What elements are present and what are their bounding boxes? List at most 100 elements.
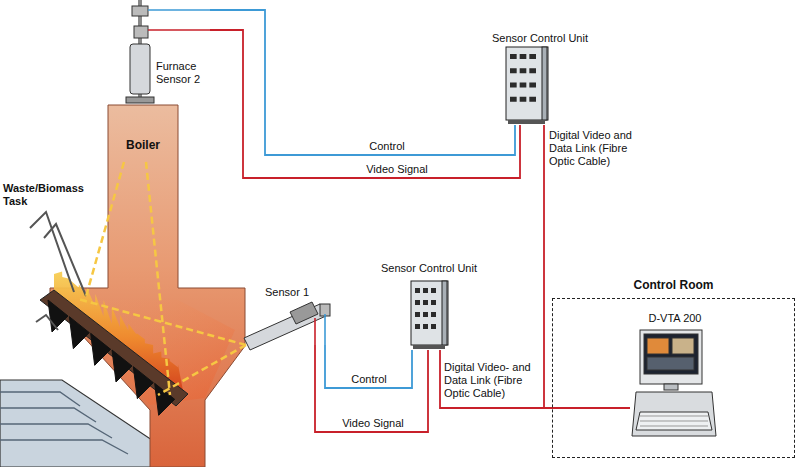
cabinet-body <box>411 281 448 345</box>
signal-label: Control <box>336 373 402 386</box>
control-cabinet: Sensor Control Unit <box>375 262 483 350</box>
monitor-bezel <box>640 330 702 384</box>
screen-panel <box>647 357 694 370</box>
view-line <box>158 345 246 395</box>
grate-base-lines <box>0 392 128 454</box>
sensor-head <box>132 6 148 16</box>
base-beam <box>0 424 112 438</box>
signal-label: Control <box>352 140 422 153</box>
cabinet-button <box>520 54 527 59</box>
component-label: Sensor Control Unit <box>375 262 483 275</box>
cabinet-button <box>510 68 517 73</box>
signal-label: Video Signal <box>352 163 442 176</box>
cabinet-button <box>415 288 420 293</box>
cabinet-body <box>506 47 548 120</box>
cabinet-button <box>423 288 428 293</box>
component-label: Sensor Control Unit <box>484 32 596 45</box>
monitor-stand <box>664 384 678 390</box>
signal-label: Digital Video- and Data Link (Fibre Opti… <box>444 361 539 400</box>
cabinet-button <box>529 68 536 73</box>
cabinet-button <box>431 300 436 305</box>
cabinet-button <box>529 97 536 102</box>
cabinet-button <box>529 54 536 59</box>
key-row <box>640 416 708 417</box>
cabinet-button <box>431 288 436 293</box>
component: Furnace Sensor 2 <box>118 0 210 100</box>
cabinet-button <box>431 312 436 317</box>
cabinet-button <box>510 54 517 59</box>
hopper-wall <box>44 224 86 296</box>
cabinet-button <box>423 300 428 305</box>
cabinet-plinth <box>413 345 445 349</box>
key-row <box>640 421 708 422</box>
cabinet-button <box>415 300 420 305</box>
grate-tooth <box>133 367 153 399</box>
control-wire <box>324 314 326 345</box>
grate-tooth <box>155 383 175 415</box>
sensor-cylinder <box>130 44 150 94</box>
control-cabinet: Sensor Control Unit <box>484 32 596 125</box>
room-heading: Control Room <box>552 279 795 292</box>
cabinet-button <box>431 324 436 329</box>
component: Sensor 1 <box>245 286 335 345</box>
grate-tooth <box>112 350 132 382</box>
cabinet-button <box>423 324 428 329</box>
screen-image <box>672 338 694 354</box>
base-beam <box>0 392 80 406</box>
component-label: D-VTA 200 <box>630 312 720 325</box>
cabinet-button <box>520 83 527 88</box>
cabinet-drawing <box>505 46 550 126</box>
sensor-head <box>134 26 148 38</box>
computer-case <box>632 392 716 436</box>
workstation: D-VTA 200 <box>630 312 720 445</box>
video-cable <box>440 350 630 408</box>
cabinet-side <box>442 281 447 345</box>
grate-tooth <box>91 333 111 365</box>
monitor-screen <box>644 334 698 374</box>
base-beam <box>0 408 96 422</box>
feeder <box>36 315 58 330</box>
cabinet-button <box>520 68 527 73</box>
component: Boiler <box>112 136 174 156</box>
computer-drawing <box>630 312 720 445</box>
sensor-flange <box>126 97 154 103</box>
part-label: Waste/Biomass Task <box>3 182 87 208</box>
cabinet-button <box>510 97 517 102</box>
grate-base <box>0 380 152 467</box>
signal-label: Video Signal <box>328 417 418 430</box>
control-cable <box>210 10 515 155</box>
keyboard <box>636 412 712 430</box>
sensor-1 <box>244 302 330 350</box>
component-label: Sensor 1 <box>265 286 325 299</box>
cabinet-button <box>520 97 527 102</box>
key-row <box>640 426 708 427</box>
base-beam <box>0 440 128 454</box>
component-label: Boiler <box>112 139 174 152</box>
view-line <box>85 162 124 300</box>
screen-image <box>647 338 669 354</box>
cabinet-button <box>529 83 536 88</box>
video-cable <box>210 30 520 178</box>
component-label: Furnace Sensor 2 <box>156 60 212 86</box>
video-cable <box>544 125 630 408</box>
view-line <box>146 162 170 395</box>
view-line <box>78 299 246 345</box>
video-wire <box>314 318 316 345</box>
grate-teeth <box>48 300 175 415</box>
cabinet-drawing <box>410 280 450 351</box>
cabinet-button <box>510 83 517 88</box>
cabinet-button <box>415 312 420 317</box>
control-wire <box>148 9 210 11</box>
cabinet-side <box>542 47 547 120</box>
cabinet-plinth <box>508 120 545 124</box>
control-cable <box>325 345 412 388</box>
signal-label: Digital Video and Data Link (Fibre Optic… <box>549 129 649 168</box>
cabinet-button <box>423 312 428 317</box>
view-lines <box>78 162 246 395</box>
grate-tooth <box>69 317 89 349</box>
furnace-sensor-2 <box>126 0 210 103</box>
video-cable <box>315 345 428 432</box>
room-boundary: Control RoomD-VTA 200 <box>552 276 795 458</box>
